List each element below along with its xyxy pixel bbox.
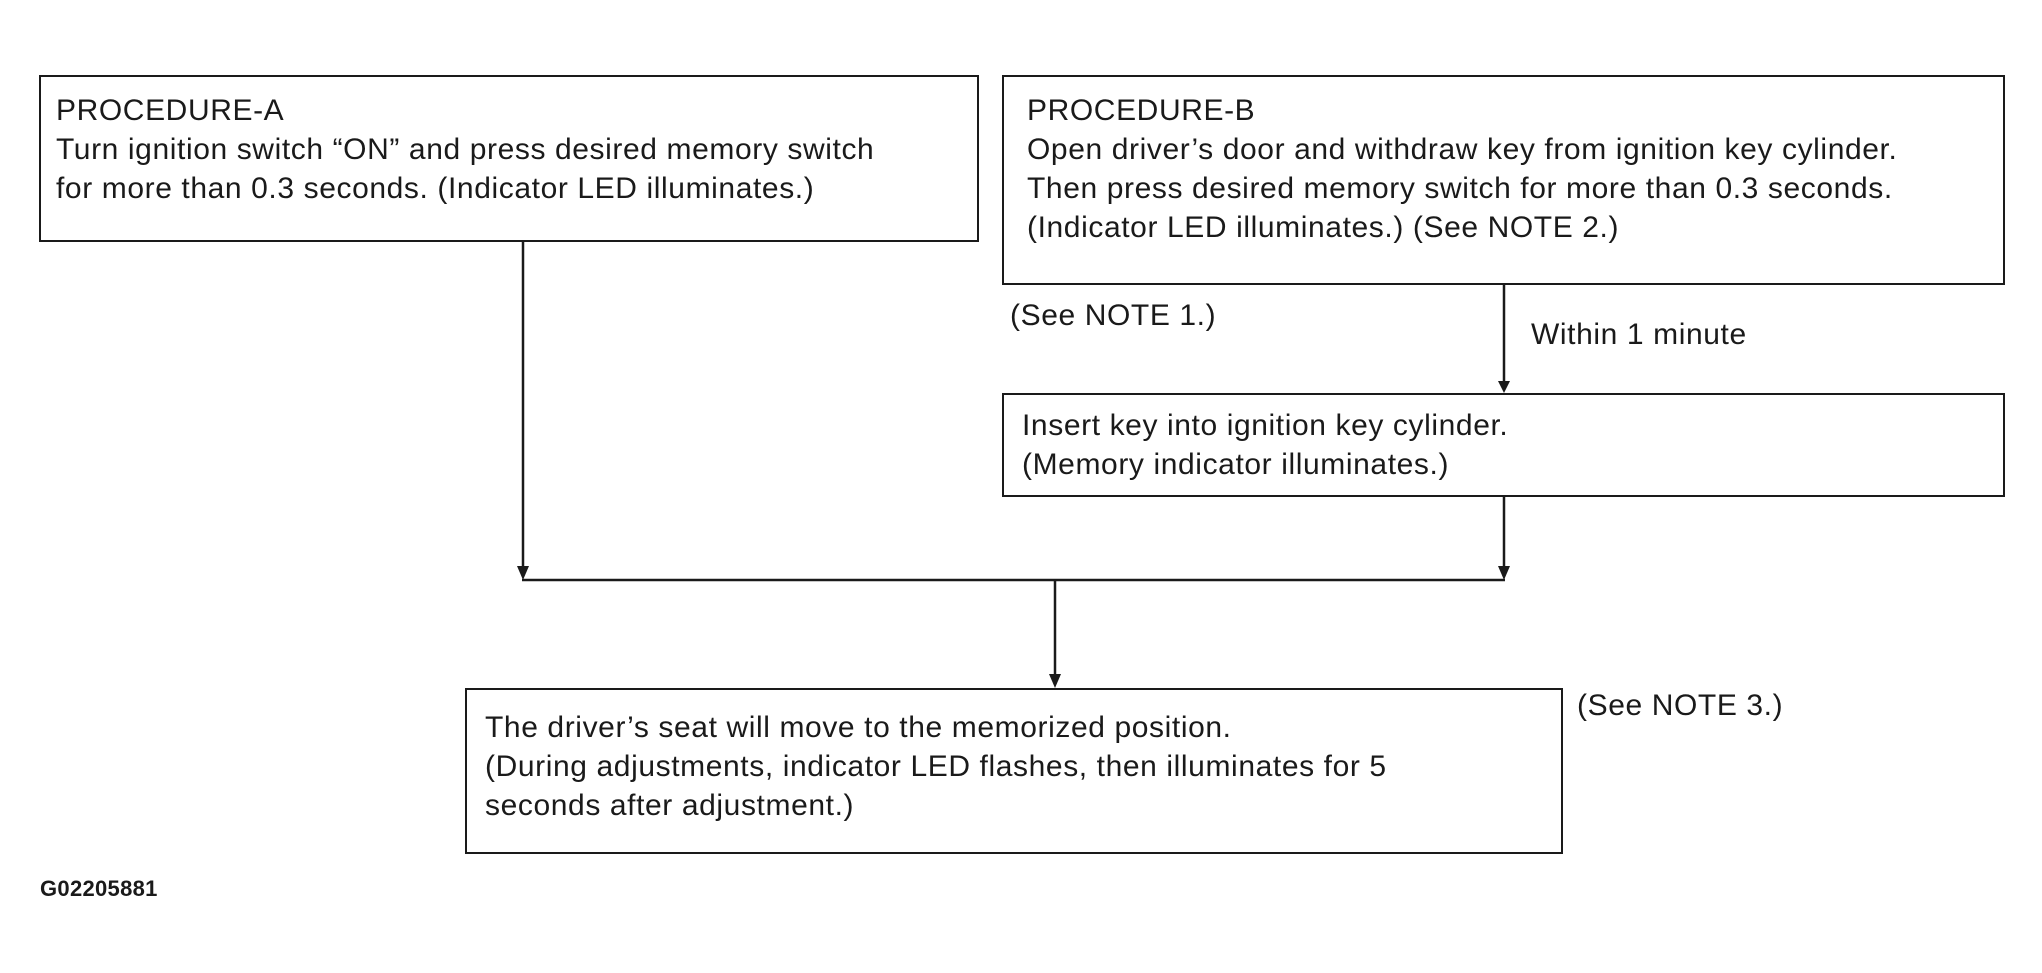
note-1-label: (See NOTE 1.) [1010,299,1217,332]
seat-result-line-2: (During adjustments, indicator LED flash… [485,750,1387,783]
figure-id: G02205881 [40,876,158,901]
procedure-b-line-3: (Indicator LED illuminates.) (See NOTE 2… [1027,211,1620,244]
insert-key-box: Insert key into ignition key cylinder. (… [1002,393,2005,497]
insert-key-line-2: (Memory indicator illuminates.) [1022,448,1450,481]
seat-result-box: The driver’s seat will move to the memor… [465,688,1563,854]
procedure-a-box: PROCEDURE-A Turn ignition switch “ON” an… [39,75,979,242]
note-3-label: (See NOTE 3.) [1577,689,1784,722]
arrowhead-result [1049,674,1061,688]
seat-result-line-3: seconds after adjustment.) [485,789,855,822]
arrowhead-insert [1498,566,1510,580]
procedure-a-title: PROCEDURE-A [56,94,285,127]
within-1-minute-label: Within 1 minute [1531,318,1747,351]
arrowhead-b-to-insert [1498,381,1510,393]
procedure-b-line-2: Then press desired memory switch for mor… [1027,172,1893,205]
procedure-a-line-1: Turn ignition switch “ON” and press desi… [56,133,875,166]
procedure-a-line-2: for more than 0.3 seconds. (Indicator LE… [56,172,815,205]
seat-result-line-1: The driver’s seat will move to the memor… [485,711,1232,744]
procedure-b-box: PROCEDURE-B Open driver’s door and withd… [1002,75,2005,285]
insert-key-line-1: Insert key into ignition key cylinder. [1022,409,1509,442]
procedure-b-title: PROCEDURE-B [1027,94,1256,127]
procedure-b-line-1: Open driver’s door and withdraw key from… [1027,133,1898,166]
arrowhead-a [517,566,529,580]
